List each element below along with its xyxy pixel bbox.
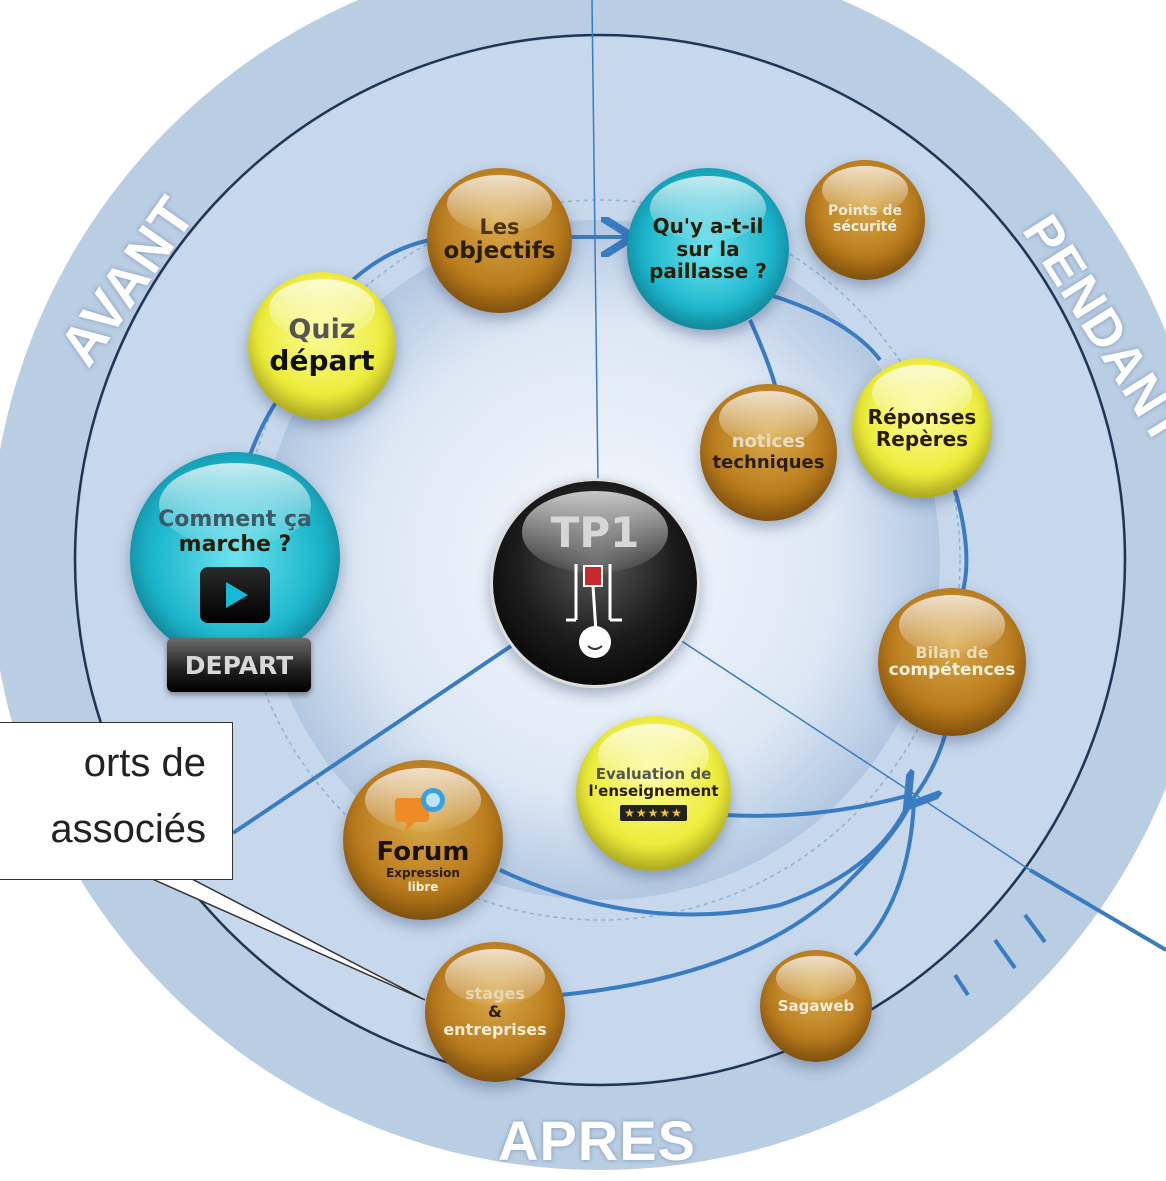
callout-line2: associés (50, 807, 206, 851)
tick-1 (953, 973, 970, 997)
node-skills[interactable]: Bilan de compétences (878, 588, 1026, 736)
bench-line3: paillasse ? (649, 259, 767, 284)
center-title: TP1 (550, 508, 640, 557)
answers-line1: Réponses (867, 404, 977, 429)
forum-title: Forum (376, 837, 470, 867)
notices-line2: techniques (712, 451, 825, 473)
node-bench[interactable]: Qu'y a-t-il sur la paillasse ? (627, 168, 789, 330)
bench-line2: sur la (676, 236, 740, 261)
callout-line1: orts de (83, 741, 206, 785)
flow-internships-hub (559, 799, 914, 997)
engine-piston-icon (566, 564, 622, 659)
safety-line2: sécurité (833, 219, 897, 235)
node-objectives[interactable]: Les objectifs (427, 168, 572, 313)
node-internships[interactable]: stages & entreprises (425, 942, 565, 1082)
rating-stars-icon: ★★★★★ (620, 805, 687, 822)
node-forum[interactable]: Forum Expression libre (343, 760, 503, 920)
flow-skills-hub (912, 734, 947, 800)
forum-line1: Expression (386, 866, 460, 881)
node-quiz[interactable]: Quiz départ (248, 272, 396, 420)
node-notices[interactable]: notices techniques (700, 384, 837, 521)
sagaweb-label: Sagaweb (777, 996, 855, 1015)
safety-line1: Points de (827, 203, 903, 220)
notices-line1: notices (731, 431, 806, 453)
callout-box: orts de associés (0, 722, 233, 880)
depart-button[interactable]: DEPART (167, 638, 311, 692)
divider-right (679, 639, 1031, 871)
how-it-works-line1: Comment ça (158, 507, 312, 532)
skills-line2: compétences (888, 660, 1016, 681)
bench-line1: Qu'y a-t-il (652, 214, 764, 239)
outer-ring-border (73, 33, 1127, 1087)
internships-line1: stages (465, 984, 525, 1004)
divider-left (231, 638, 522, 835)
node-evaluation[interactable]: Evaluation de l'enseignement ★★★★★ (576, 716, 731, 871)
evaluation-line1: Evaluation de (595, 764, 712, 783)
answers-line2: Repères (875, 427, 969, 451)
quiz-line2: départ (269, 344, 375, 378)
forum-line2: libre (407, 879, 439, 894)
node-answers[interactable]: Réponses Repères (852, 358, 992, 498)
node-sagaweb[interactable]: Sagaweb (760, 950, 872, 1062)
internships-line2: & (488, 1002, 502, 1022)
flow-bench-notices (748, 319, 777, 386)
flow-sagaweb-hub (853, 799, 916, 957)
internships-line3: entreprises (443, 1019, 547, 1039)
node-center-tp1[interactable]: TP1 (490, 478, 700, 688)
chat-bubble-icon (395, 788, 445, 832)
evaluation-line2: l'enseignement (588, 781, 719, 800)
play-icon[interactable] (200, 567, 270, 624)
label-apres: APRES (498, 1109, 696, 1172)
flow-evaluation-hub (724, 793, 911, 818)
node-how-it-works[interactable]: Comment ça marche ? (130, 452, 340, 662)
flow-bench-answers (769, 293, 882, 362)
how-it-works-line2: marche ? (178, 531, 292, 557)
objectives-line1: Les (479, 214, 520, 239)
skills-line1: Bilan de (915, 642, 989, 662)
objectives-line2: objectifs (443, 238, 556, 265)
divider-right-outer (1028, 868, 1166, 952)
tick-3 (1023, 913, 1047, 944)
tick-2 (993, 938, 1017, 970)
divider-top (591, 0, 599, 486)
quiz-line1: Quiz (288, 314, 356, 346)
node-safety[interactable]: Points de sécurité (805, 160, 925, 280)
